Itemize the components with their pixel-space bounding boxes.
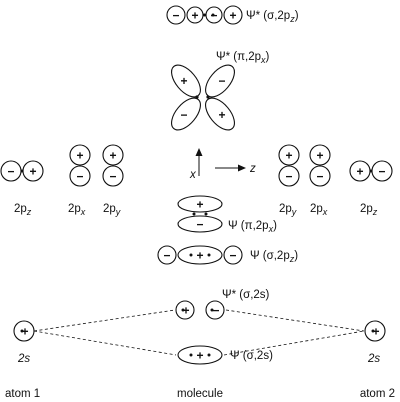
sign-plus: + bbox=[372, 325, 379, 339]
axis-x-label: x bbox=[189, 169, 197, 181]
sign-plus: + bbox=[356, 165, 363, 179]
atom1-2py-orbital: + − bbox=[102, 144, 124, 187]
sign-minus: − bbox=[163, 249, 170, 263]
sign-minus: − bbox=[212, 304, 219, 318]
sign-plus: + bbox=[76, 149, 83, 163]
correlation-lines bbox=[33, 309, 365, 356]
label-atom2-2px: 2px bbox=[310, 203, 328, 217]
label-atom2-2s: 2s bbox=[367, 353, 380, 365]
psi-star-sigma-2s-orbital: + − bbox=[175, 300, 225, 320]
label-atom1-2py: 2py bbox=[103, 203, 121, 217]
sign-plus: + bbox=[109, 149, 116, 163]
label-atom-2: atom 2 bbox=[360, 388, 395, 400]
label-psi-star-sigma-2pz: Ψ* (σ,2pz) bbox=[246, 10, 299, 24]
label-molecule: molecule bbox=[177, 388, 223, 400]
sign-minus: − bbox=[196, 218, 203, 232]
atom1-2s-orbital: + bbox=[13, 320, 35, 342]
sign-minus: − bbox=[7, 165, 14, 179]
psi-pi-2px-orbital: + − bbox=[177, 195, 223, 233]
sign-plus: + bbox=[196, 249, 203, 263]
sign-plus: + bbox=[229, 9, 236, 23]
label-atom2-2py: 2py bbox=[279, 203, 297, 217]
label-atom1-2px: 2px bbox=[68, 203, 86, 217]
sign-plus: + bbox=[196, 198, 203, 212]
psi-star-pi-2px-orbital: + − − + bbox=[171, 64, 235, 131]
label-atom2-2pz: 2pz bbox=[360, 203, 378, 217]
sign-plus: + bbox=[196, 349, 203, 363]
label-atom-1: atom 1 bbox=[5, 388, 40, 400]
sign-plus: + bbox=[182, 304, 189, 318]
label-psi-star-sigma-2s: Ψ* (σ,2s) bbox=[222, 289, 270, 301]
sign-minus: − bbox=[218, 74, 225, 88]
label-atom1-2pz: 2pz bbox=[14, 203, 32, 217]
atom2-2s-orbital: + bbox=[364, 320, 386, 342]
sign-minus: − bbox=[172, 9, 179, 23]
atom2-2py-orbital: + − bbox=[278, 144, 300, 187]
label-psi-pi-2px: Ψ (π,2px) bbox=[228, 220, 277, 234]
sign-minus: − bbox=[180, 108, 187, 122]
sign-minus: − bbox=[285, 170, 292, 184]
sign-plus: + bbox=[316, 149, 323, 163]
sign-plus: + bbox=[218, 108, 225, 122]
sign-minus: − bbox=[229, 249, 236, 263]
label-atom1-2s: 2s bbox=[17, 353, 30, 365]
sign-plus: + bbox=[285, 149, 292, 163]
sign-plus: + bbox=[180, 74, 187, 88]
sign-plus: + bbox=[29, 165, 36, 179]
sign-minus: − bbox=[316, 170, 323, 184]
atom2-2px-orbital: + − bbox=[309, 144, 331, 187]
atom2-2pz-orbital: + − bbox=[349, 160, 393, 182]
label-psi-sigma-2pz: Ψ (σ,2pz) bbox=[250, 250, 298, 264]
atom1-2px-orbital: + − bbox=[69, 144, 91, 187]
atom1-2pz-orbital: − + bbox=[0, 160, 44, 182]
axes-indicator: x z bbox=[189, 148, 256, 181]
psi-star-sigma-2pz-orbital: − + − + bbox=[166, 5, 243, 25]
sign-plus: + bbox=[191, 9, 198, 23]
sign-minus: − bbox=[76, 170, 83, 184]
sign-minus: − bbox=[378, 165, 385, 179]
label-psi-sigma-2s: Ψ (σ,2s) bbox=[230, 350, 273, 362]
label-psi-star-pi-2px: Ψ* (π,2px) bbox=[216, 51, 270, 65]
sign-minus: − bbox=[109, 170, 116, 184]
psi-sigma-2pz-orbital: − + − bbox=[157, 245, 243, 265]
axis-z-label: z bbox=[249, 163, 256, 175]
psi-sigma-2s-orbital: + bbox=[177, 345, 223, 365]
sign-plus: + bbox=[21, 325, 28, 339]
